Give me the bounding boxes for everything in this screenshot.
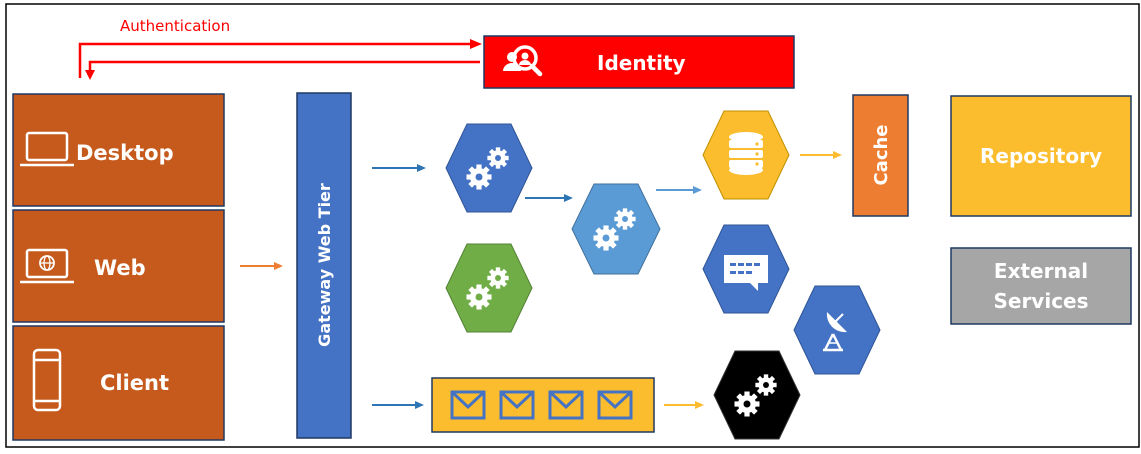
service-hex-blue (445, 123, 533, 213)
arrow-database-to-cache (800, 151, 842, 159)
identity-search-icon (503, 45, 543, 77)
arrow-gateway-to-service-top (372, 164, 426, 172)
repository-box: Repository (950, 95, 1132, 217)
external-services-box: External Services (950, 247, 1132, 325)
arrow-service-to-service (525, 194, 573, 202)
repository-label: Repository (980, 144, 1102, 168)
identity-label: Identity (597, 51, 686, 75)
message-hex (702, 224, 790, 314)
cache-box: Cache (852, 94, 909, 217)
arrow-clients-to-gateway (240, 262, 283, 270)
client-box-client: Client (12, 325, 225, 441)
client-box-web: Web (12, 209, 225, 323)
authentication-label: Authentication (120, 17, 230, 35)
external-services-line1: External (994, 259, 1088, 283)
authentication-arrows (78, 39, 482, 80)
service-hex-light-blue (571, 183, 661, 275)
client-label-client: Client (100, 371, 169, 395)
database-hex (702, 110, 790, 200)
satellite-hex (793, 285, 881, 375)
phone-icon (32, 348, 62, 412)
message-queue (431, 377, 655, 433)
satellite-dish-icon (823, 312, 847, 352)
worker-hex-black (713, 350, 801, 440)
identity-box: Identity (483, 35, 795, 89)
arrow-gateway-to-queue (372, 401, 424, 409)
database-icon (729, 132, 763, 175)
client-box-desktop: Desktop (12, 93, 225, 207)
gateway-label: Gateway Web Tier (315, 183, 334, 347)
message-icon (724, 255, 768, 291)
client-label-desktop: Desktop (76, 141, 174, 165)
arrow-queue-to-worker (664, 401, 704, 409)
arrow-service-to-database (656, 186, 702, 194)
cache-label: Cache (871, 124, 892, 185)
external-services-line2: Services (993, 289, 1088, 313)
laptop-icon (20, 131, 74, 167)
web-laptop-icon (20, 248, 74, 284)
diagram-frame (5, 3, 1140, 448)
client-label-web: Web (94, 256, 146, 280)
service-hex-green (445, 243, 533, 333)
gateway-web-tier: Gateway Web Tier (296, 92, 352, 439)
